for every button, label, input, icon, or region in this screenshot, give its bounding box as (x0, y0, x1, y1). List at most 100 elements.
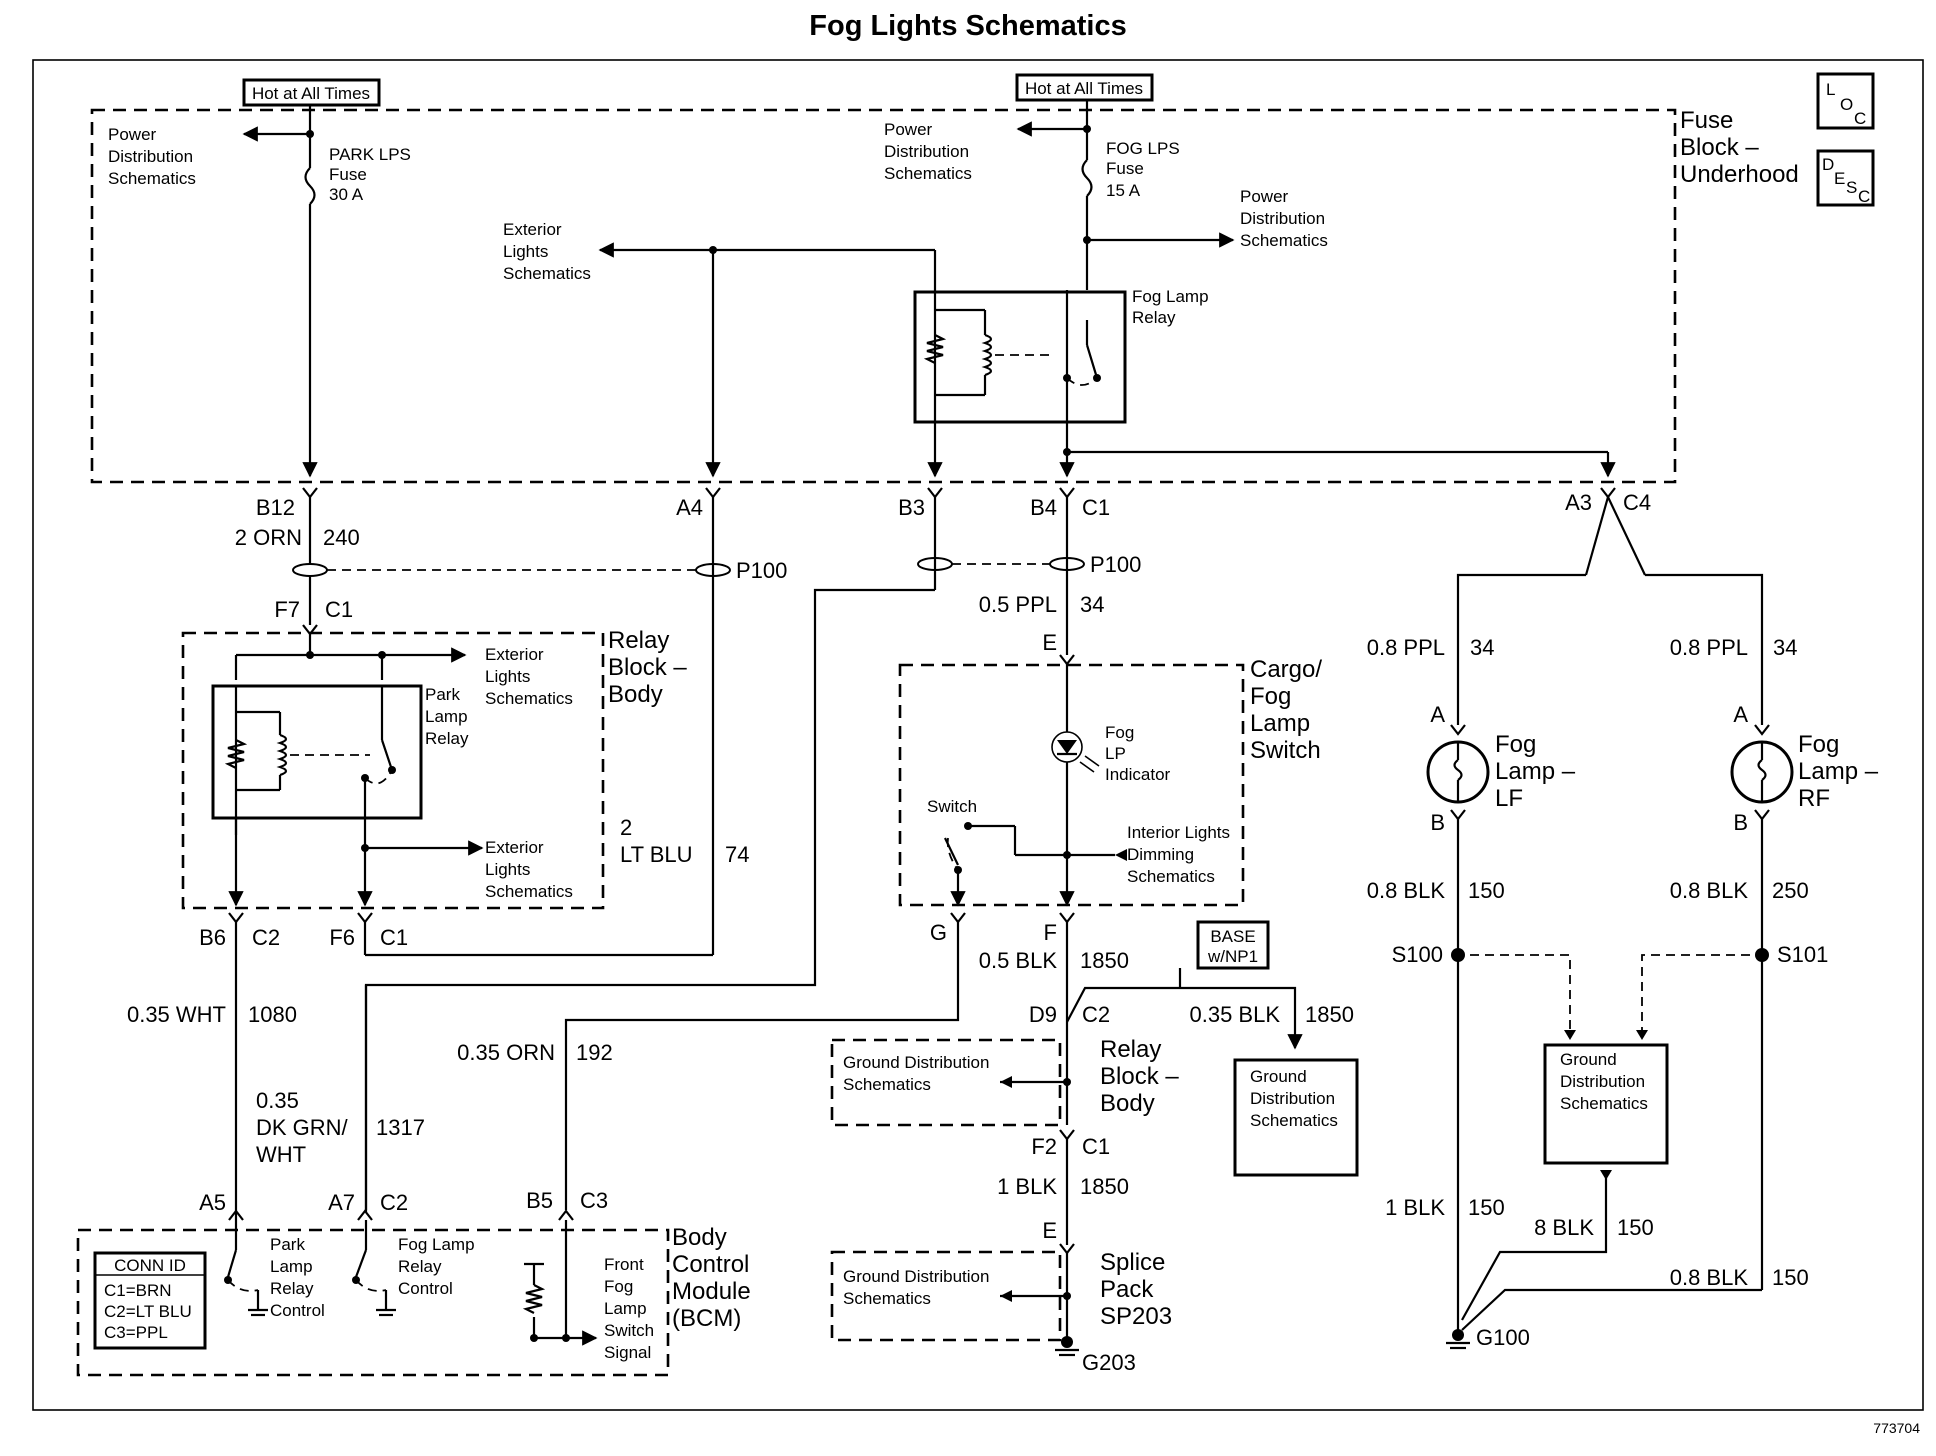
svg-text:Block –: Block – (1100, 1063, 1179, 1090)
svg-text:Control: Control (672, 1251, 749, 1278)
cargo-switch-contact: Switch (927, 797, 1127, 907)
conn-a-lf: A (1430, 702, 1445, 727)
wire-label-dkgrn-1: 0.35 (256, 1088, 299, 1113)
wire-label-08ppl-rf: 0.8 PPL (1670, 635, 1748, 660)
circuit-74: 74 (725, 842, 749, 867)
doc-number: 773704 (1873, 1420, 1920, 1436)
svg-text:Indicator: Indicator (1105, 765, 1171, 784)
fog-lamp-rf-label: Fog Lamp – RF (1798, 731, 1879, 812)
wire-label-1blk: 1 BLK (997, 1174, 1057, 1199)
svg-text:Control: Control (398, 1279, 453, 1298)
conn-c2-d9: C2 (1082, 1002, 1110, 1027)
conn-id-table: CONN ID C1=BRN C2=LT BLU C3=PPL (93, 1251, 207, 1350)
svg-text:Hot at All Times: Hot at All Times (252, 84, 370, 103)
svg-text:Exterior: Exterior (485, 645, 544, 664)
exterior-lights-relay-top-label: Exterior Lights Schematics (485, 645, 573, 708)
svg-text:FOG LPS: FOG LPS (1106, 139, 1180, 158)
wire-label-035orn: 0.35 ORN (457, 1040, 555, 1065)
svg-text:Exterior: Exterior (485, 838, 544, 857)
svg-text:(BCM): (BCM) (672, 1305, 741, 1332)
svg-text:Lights: Lights (485, 860, 530, 879)
svg-text:Control: Control (270, 1301, 325, 1320)
svg-text:Lamp: Lamp (604, 1299, 647, 1318)
conn-c1-f2: C1 (1082, 1134, 1110, 1159)
svg-text:Front: Front (604, 1255, 644, 1274)
fog-lamp-relay-label: Fog Lamp Relay (1132, 287, 1209, 327)
svg-text:Distribution: Distribution (884, 142, 969, 161)
circuit-250: 250 (1772, 878, 1809, 903)
svg-text:Relay: Relay (608, 627, 669, 654)
svg-text:BASE: BASE (1210, 927, 1255, 946)
svg-text:Power: Power (884, 120, 933, 139)
conn-b3: B3 (898, 495, 925, 520)
svg-text:Distribution: Distribution (108, 147, 193, 166)
circuit-34-lf: 34 (1470, 635, 1494, 660)
wire-label-035blk: 0.35 BLK (1189, 1002, 1280, 1027)
svg-text:Lamp: Lamp (270, 1257, 313, 1276)
svg-text:LF: LF (1495, 785, 1523, 812)
pds-center-label: Power Distribution Schematics (884, 120, 972, 183)
interior-lights-dimming-label: Interior Lights Dimming Schematics (1127, 823, 1230, 886)
conn-a5: A5 (199, 1190, 226, 1215)
svg-text:Ground: Ground (1560, 1050, 1617, 1069)
conn-c1-relay-f6: C1 (380, 925, 408, 950)
splice-s100: S100 (1392, 942, 1443, 967)
bcm-fog-relay-control: Fog Lamp Relay Control (352, 1220, 475, 1317)
svg-text:Lights: Lights (503, 242, 548, 261)
svg-text:Ground Distribution: Ground Distribution (843, 1053, 989, 1072)
wire-label-ltblu-gauge: 2 (620, 815, 632, 840)
fog-lamp-relay (913, 290, 1127, 478)
conn-f7: F7 (274, 597, 300, 622)
svg-text:Splice: Splice (1100, 1249, 1165, 1276)
park-lamp-relay-label: Park Lamp Relay (425, 685, 469, 748)
svg-text:Fuse: Fuse (1680, 107, 1733, 134)
wire-label-08blk-rf: 0.8 BLK (1670, 878, 1749, 903)
svg-text:Body: Body (1100, 1090, 1155, 1117)
cargo-fog-lamp-switch (898, 663, 1245, 907)
circuit-34: 34 (1080, 592, 1104, 617)
svg-text:C: C (1854, 109, 1866, 128)
hot-at-all-times-left: Hot at All Times (242, 78, 381, 107)
loc-icon[interactable]: LOC (1816, 72, 1875, 130)
conn-a4: A4 (676, 495, 703, 520)
svg-text:Lamp –: Lamp – (1495, 758, 1576, 785)
wire-label-dkgrn-2: DK GRN/ (256, 1115, 349, 1140)
fog-lamp-feed-split (1456, 496, 1764, 725)
svg-text:LP: LP (1105, 744, 1126, 763)
splice-s101: S101 (1777, 942, 1828, 967)
circuit-150-g100: 150 (1617, 1215, 1654, 1240)
fog-lamp-rf (1730, 724, 1794, 821)
svg-text:Fuse: Fuse (329, 165, 367, 184)
wire-label-1blk-g100: 1 BLK (1385, 1195, 1445, 1220)
conn-c1-fuse: C1 (1082, 495, 1110, 520)
fog-lp-indicator (1051, 664, 1100, 907)
fog-lamp-lf (1426, 724, 1490, 821)
svg-text:Distribution: Distribution (1560, 1072, 1645, 1091)
bcm-park-relay-control: Park Lamp Relay Control (224, 1220, 325, 1320)
circuit-240: 240 (323, 525, 360, 550)
wire-label-ltblu: LT BLU (620, 842, 693, 867)
park-lamp-relay (211, 634, 484, 907)
svg-text:Fog: Fog (1495, 731, 1536, 758)
outer-frame (32, 59, 1924, 1411)
relay-block-body (181, 631, 605, 910)
splice-pack-label: Splice Pack SP203 (1100, 1249, 1172, 1330)
conn-b5: B5 (526, 1188, 553, 1213)
wire-label-08blk-g100: 0.8 BLK (1670, 1265, 1749, 1290)
svg-text:Lamp: Lamp (1250, 710, 1310, 737)
svg-text:Schematics: Schematics (1240, 231, 1328, 250)
ground-g203: G203 (1082, 1350, 1136, 1375)
svg-text:Dimming: Dimming (1127, 845, 1194, 864)
svg-text:Lamp: Lamp (425, 707, 468, 726)
splice-s100-dot (1451, 948, 1465, 962)
relay-block-body-label: Relay Block – Body (608, 627, 687, 708)
svg-text:SP203: SP203 (1100, 1303, 1172, 1330)
svg-text:Underhood: Underhood (1680, 161, 1799, 188)
svg-text:Power: Power (1240, 187, 1289, 206)
fog-lamp-lf-label: Fog Lamp – LF (1495, 731, 1576, 812)
ground-g100-symbol (1446, 1329, 1470, 1350)
svg-text:Pack: Pack (1100, 1276, 1154, 1303)
wire-label-2orn: 2 ORN (235, 525, 302, 550)
